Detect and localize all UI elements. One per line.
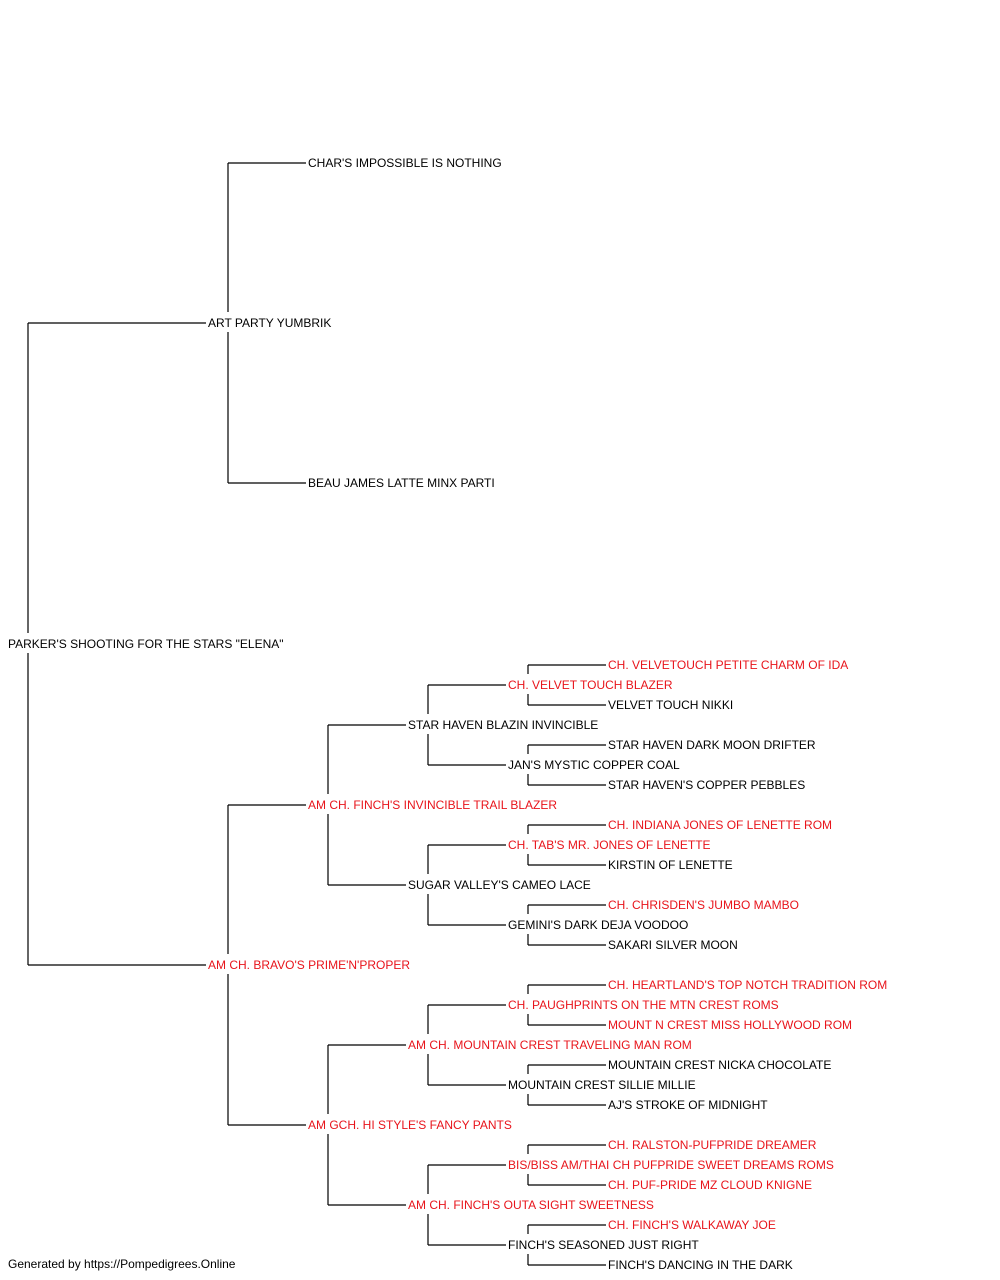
ancestor-name: CH. INDIANA JONES OF LENETTE ROM — [608, 818, 832, 832]
ancestor-name: FINCH'S DANCING IN THE DARK — [608, 1258, 793, 1272]
ancestor-name: CH. TAB'S MR. JONES OF LENETTE — [508, 838, 711, 852]
ancestor-name: STAR HAVEN DARK MOON DRIFTER — [608, 738, 816, 752]
ancestor-name: CH. VELVETOUCH PETITE CHARM OF IDA — [608, 658, 848, 672]
ancestor-name: CH. CHRISDEN'S JUMBO MAMBO — [608, 898, 799, 912]
ancestor-name: CH. PUF-PRIDE MZ CLOUD KNIGNE — [608, 1178, 812, 1192]
ancestor-name: BEAU JAMES LATTE MINX PARTI — [308, 476, 495, 490]
ancestor-name: CH. PAUGHPRINTS ON THE MTN CREST ROMS — [508, 998, 779, 1012]
ancestor-name: KIRSTIN OF LENETTE — [608, 858, 733, 872]
ancestor-name: AM CH. MOUNTAIN CREST TRAVELING MAN ROM — [408, 1038, 692, 1052]
ancestor-name: FINCH'S SEASONED JUST RIGHT — [508, 1238, 699, 1252]
subject-name: PARKER'S SHOOTING FOR THE STARS "ELENA" — [8, 637, 284, 651]
ancestor-name: CHAR'S IMPOSSIBLE IS NOTHING — [308, 156, 502, 170]
ancestor-name: MOUNTAIN CREST NICKA CHOCOLATE — [608, 1058, 831, 1072]
ancestor-name: SAKARI SILVER MOON — [608, 938, 738, 952]
ancestor-name: STAR HAVEN BLAZIN INVINCIBLE — [408, 718, 598, 732]
ancestor-name: STAR HAVEN'S COPPER PEBBLES — [608, 778, 805, 792]
ancestor-name: CH. VELVET TOUCH BLAZER — [508, 678, 673, 692]
ancestor-name: SUGAR VALLEY'S CAMEO LACE — [408, 878, 591, 892]
ancestor-name: BIS/BISS AM/THAI CH PUFPRIDE SWEET DREAM… — [508, 1158, 834, 1172]
ancestor-name: AM CH. FINCH'S OUTA SIGHT SWEETNESS — [408, 1198, 654, 1212]
ancestor-name: GEMINI'S DARK DEJA VOODOO — [508, 918, 688, 932]
ancestor-name: CH. FINCH'S WALKAWAY JOE — [608, 1218, 776, 1232]
ancestor-name: AJ'S STROKE OF MIDNIGHT — [608, 1098, 768, 1112]
ancestor-name: AM GCH. HI STYLE'S FANCY PANTS — [308, 1118, 512, 1132]
ancestor-name: CH. RALSTON-PUFPRIDE DREAMER — [608, 1138, 817, 1152]
ancestor-name: MOUNTAIN CREST SILLIE MILLIE — [508, 1078, 696, 1092]
ancestor-name: JAN'S MYSTIC COPPER COAL — [508, 758, 680, 772]
ancestor-name: ART PARTY YUMBRIK — [208, 316, 331, 330]
ancestor-name: CH. HEARTLAND'S TOP NOTCH TRADITION ROM — [608, 978, 887, 992]
footer-credit: Generated by https://Pompedigrees.Online — [8, 1257, 236, 1271]
ancestor-name: VELVET TOUCH NIKKI — [608, 698, 733, 712]
ancestor-name: AM CH. BRAVO'S PRIME'N'PROPER — [208, 958, 410, 972]
ancestor-name: AM CH. FINCH'S INVINCIBLE TRAIL BLAZER — [308, 798, 557, 812]
ancestor-name: MOUNT N CREST MISS HOLLYWOOD ROM — [608, 1018, 852, 1032]
